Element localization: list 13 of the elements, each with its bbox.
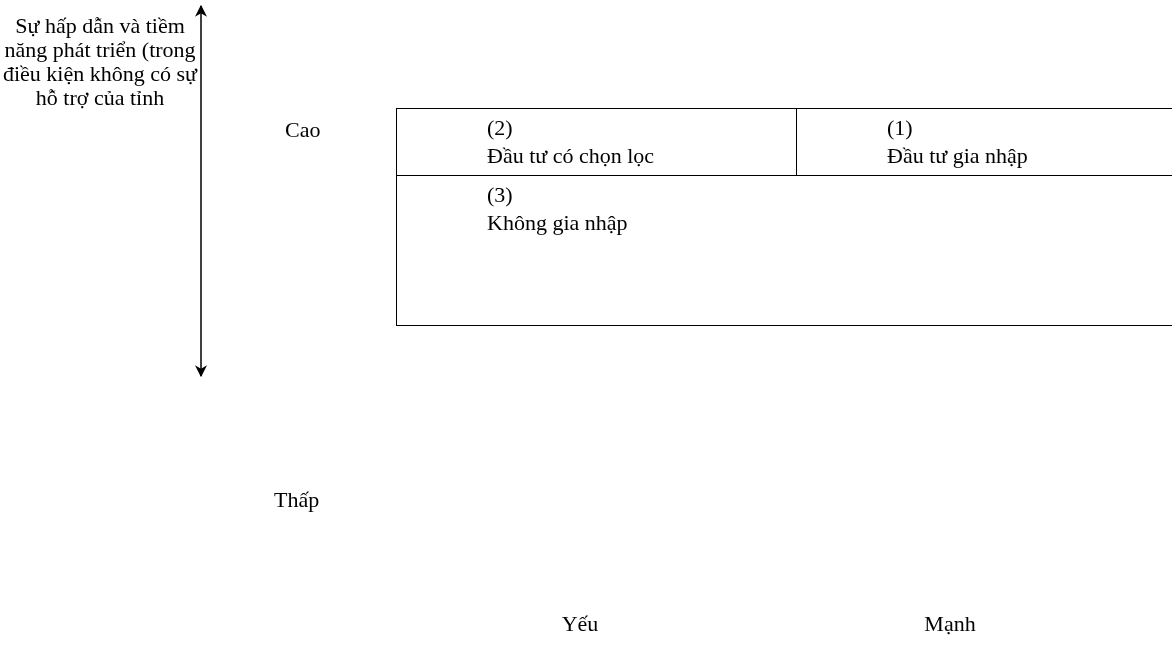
quadrant-number: (1) <box>887 115 913 141</box>
axis-level-label: Yếu <box>560 612 600 636</box>
axis-level-label: Thấp <box>274 488 321 512</box>
quadrant-label: Đầu tư có chọn lọc <box>487 143 655 169</box>
quadrant-label: Không gia nhập <box>487 210 628 236</box>
matrix-cell <box>396 108 797 176</box>
axis-level-label: Mạnh <box>923 612 977 636</box>
axis-level-label: Cao <box>285 118 322 142</box>
quadrant-label: Đầu tư gia nhập <box>887 143 1028 169</box>
axis-label: Sự hấp dẫn và tiềm năng phát triển (trong điều kiện không có sự hỗ trợ của tỉnh <box>2 14 199 110</box>
quadrant-number: (2) <box>487 115 513 141</box>
matrix-cell <box>396 175 1172 326</box>
quadrant-number: (3) <box>487 182 513 208</box>
